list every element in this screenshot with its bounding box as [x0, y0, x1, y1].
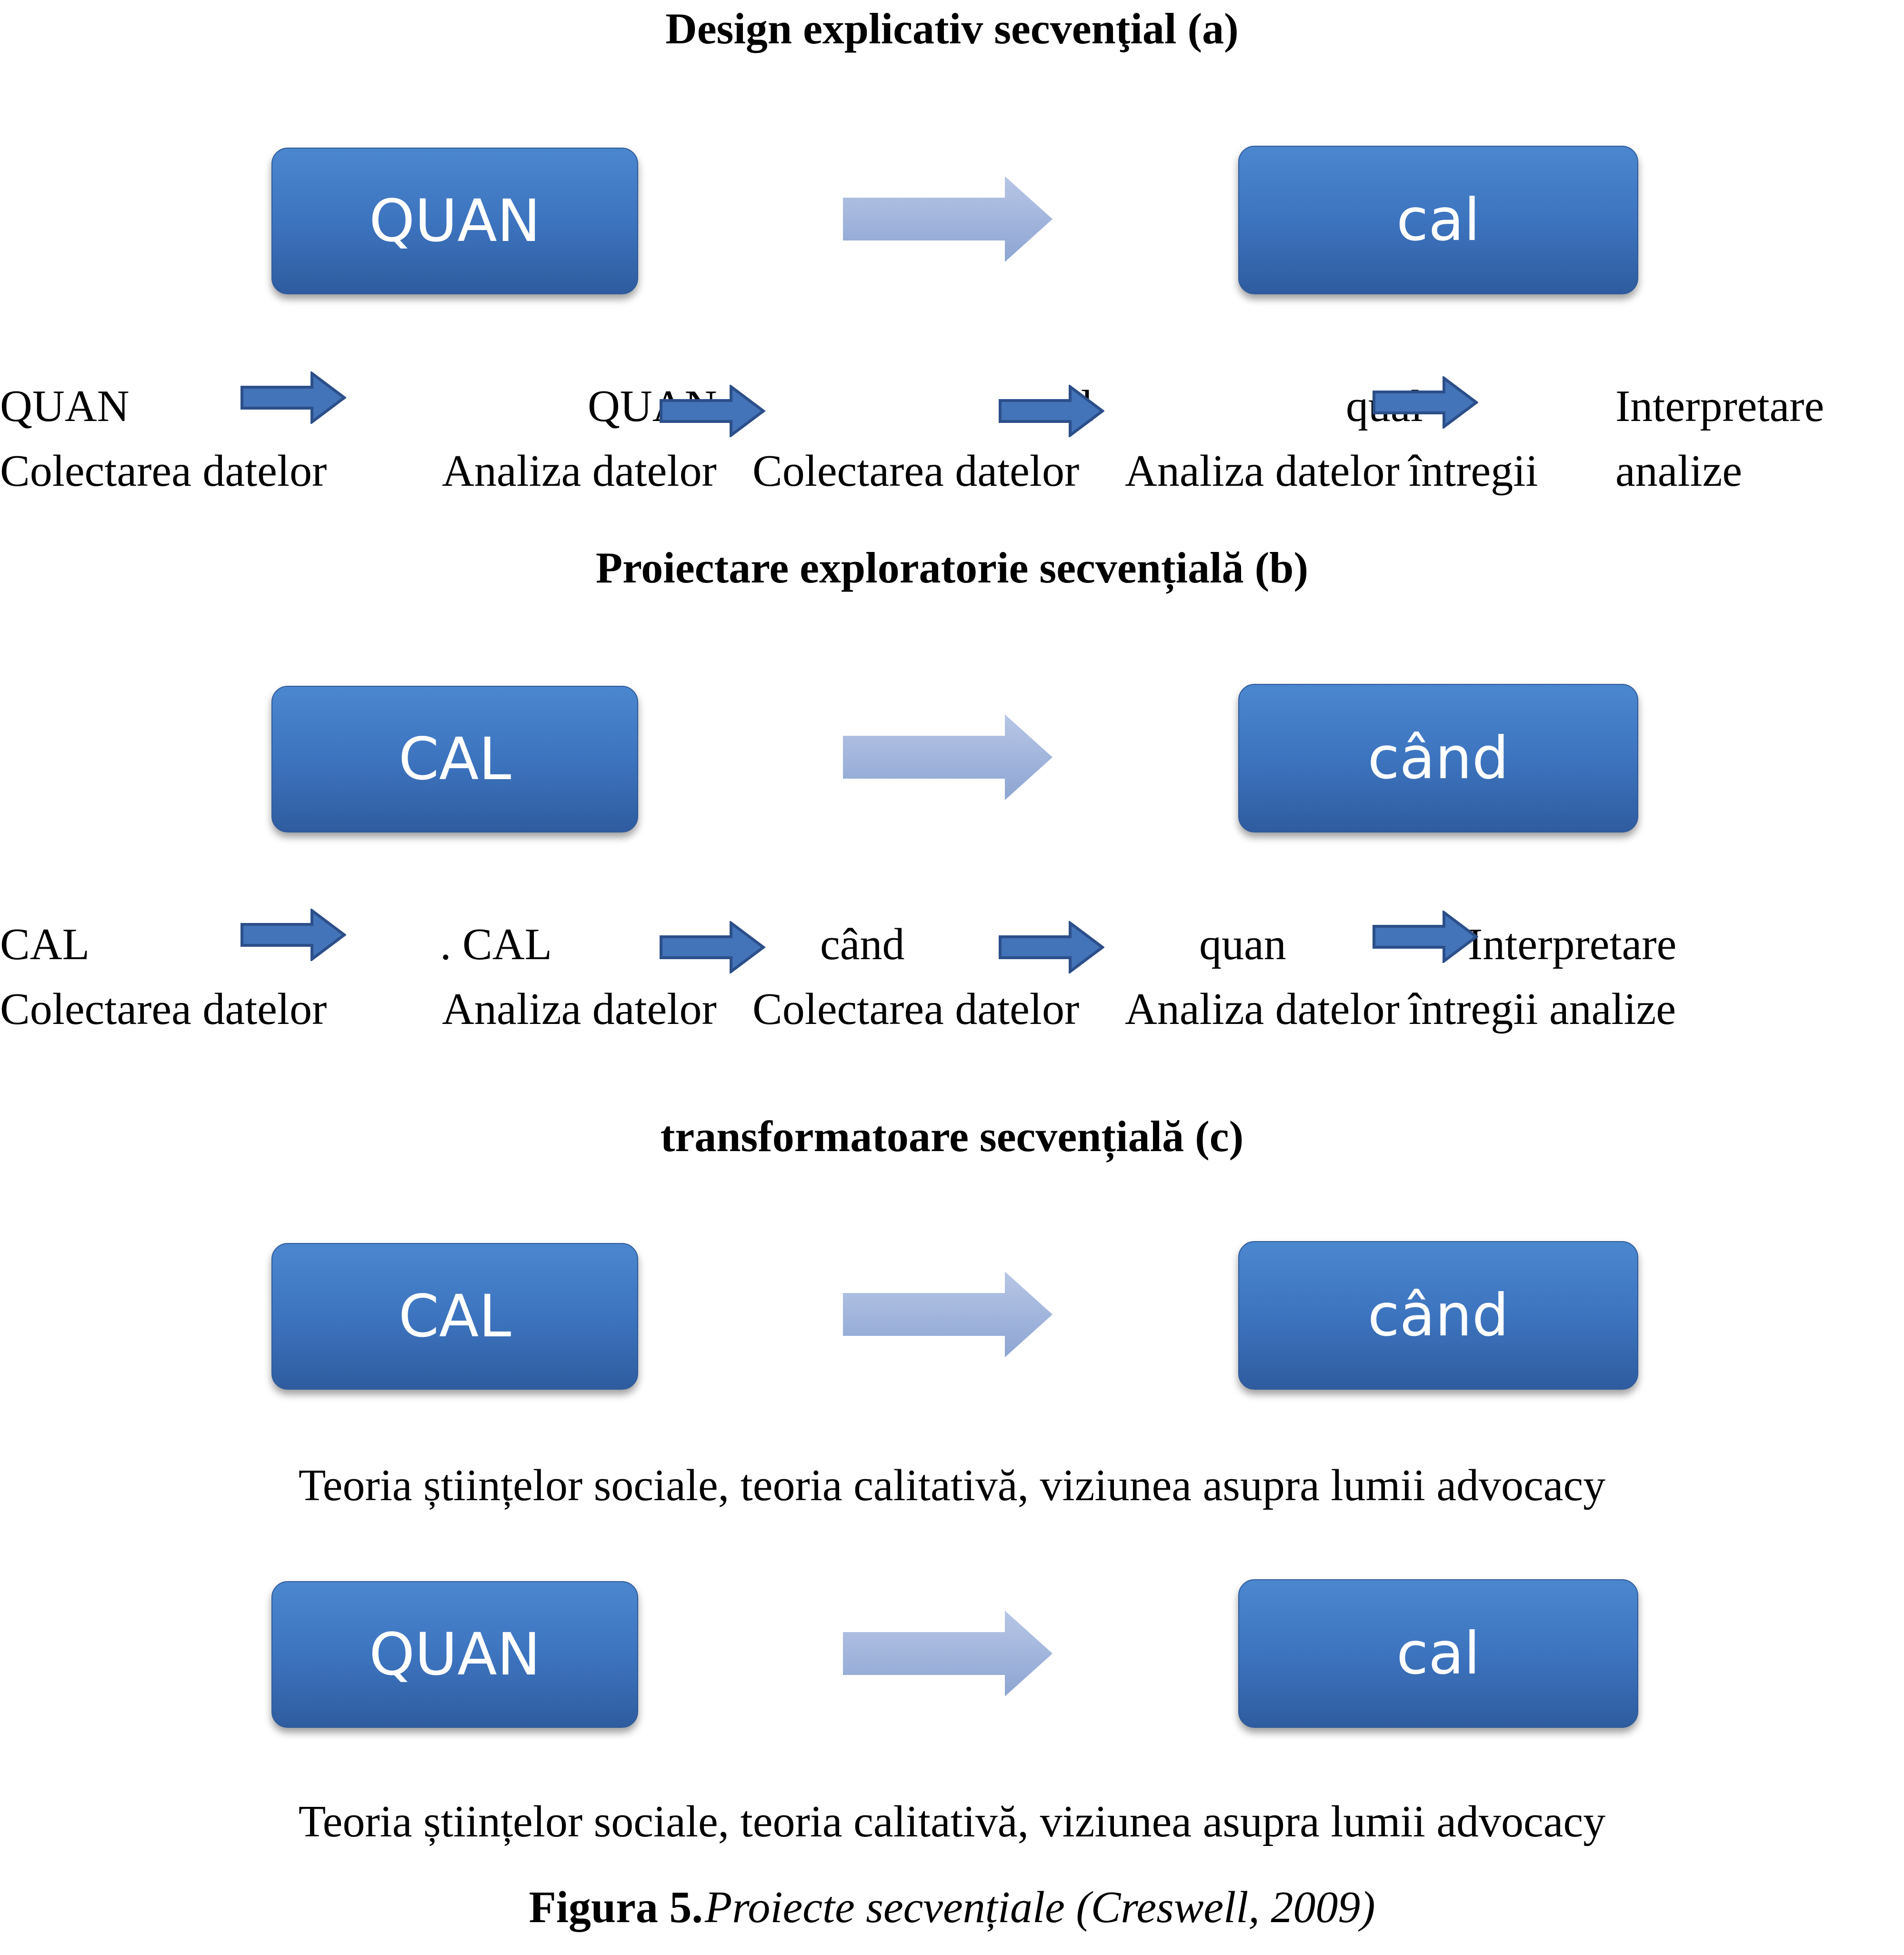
- small-arrow: [660, 385, 765, 437]
- box-label: cal: [1396, 186, 1480, 254]
- section-c-row1-box-left: CAL: [271, 1243, 638, 1390]
- section-c-row2-flow-arrow: [843, 1611, 1052, 1696]
- box-label: QUAN: [369, 1621, 541, 1688]
- section-c-row2-box-right: cal: [1238, 1579, 1638, 1728]
- section-b-box-right: când: [1238, 684, 1638, 832]
- section-c-row1-flow-arrow: [843, 1272, 1052, 1357]
- box-label: CAL: [398, 725, 511, 793]
- step-label: Analiza datelor: [442, 984, 717, 1034]
- small-arrow: [241, 909, 346, 961]
- step-label: . CAL: [440, 920, 552, 969]
- step-label: întregii analize: [1409, 984, 1676, 1034]
- small-arrow: [999, 921, 1104, 973]
- section-b-title: Proiectare exploratorie secvențială (b): [595, 543, 1309, 592]
- box-label: cal: [1396, 1620, 1480, 1687]
- step-label: Analiza datelor: [1125, 446, 1400, 496]
- box-label: când: [1367, 1282, 1509, 1349]
- small-arrow: [660, 921, 765, 973]
- step-label: Colectarea datelor: [752, 446, 1080, 496]
- section-c-row1-box-right: când: [1238, 1241, 1638, 1390]
- figure-caption: Figura 5. Proiecte secvențiale (Creswell…: [0, 1885, 1904, 1930]
- step-label: Colectarea datelor: [752, 984, 1080, 1034]
- step-label: Colectarea datelor: [0, 984, 327, 1034]
- section-c-title: transformatoare secvențială (c): [660, 1112, 1244, 1161]
- step-label: analize: [1615, 446, 1743, 496]
- theory-caption: Teoria științelor sociale, teoria calita…: [298, 1797, 1606, 1846]
- small-arrow: [241, 371, 346, 424]
- step-label: Analiza datelor: [442, 446, 717, 496]
- step-label: Interpretare: [1615, 381, 1824, 431]
- small-arrow: [999, 385, 1104, 437]
- box-label: când: [1367, 724, 1509, 792]
- section-b-box-left: CAL: [271, 686, 638, 832]
- figure-caption-text: Proiecte secvențiale (Creswell, 2009): [704, 1883, 1375, 1932]
- step-label: Colectarea datelor: [0, 446, 327, 496]
- step-label: QUAN: [0, 381, 130, 431]
- section-a-box-right: cal: [1238, 146, 1638, 294]
- step-label: întregii: [1409, 446, 1538, 496]
- section-a-title: Design explicativ secvenţial (a): [665, 4, 1239, 53]
- section-a-box-left: QUAN: [271, 148, 638, 294]
- theory-caption: Teoria științelor sociale, teoria calita…: [298, 1461, 1606, 1510]
- step-label: CAL: [0, 920, 90, 969]
- box-label: CAL: [398, 1283, 511, 1350]
- step-label: Interpretare: [1468, 920, 1677, 969]
- step-label: Analiza datelor: [1125, 984, 1400, 1034]
- figure-caption-label: Figura 5.: [529, 1883, 703, 1932]
- small-arrow: [1373, 376, 1478, 429]
- section-c-row2-box-left: QUAN: [271, 1581, 638, 1728]
- section-b-flow-arrow: [843, 714, 1052, 800]
- box-label: QUAN: [369, 187, 541, 255]
- step-label: când: [820, 920, 905, 969]
- section-a-flow-arrow: [843, 176, 1052, 262]
- step-label: quan: [1199, 920, 1286, 969]
- small-arrow: [1373, 911, 1478, 963]
